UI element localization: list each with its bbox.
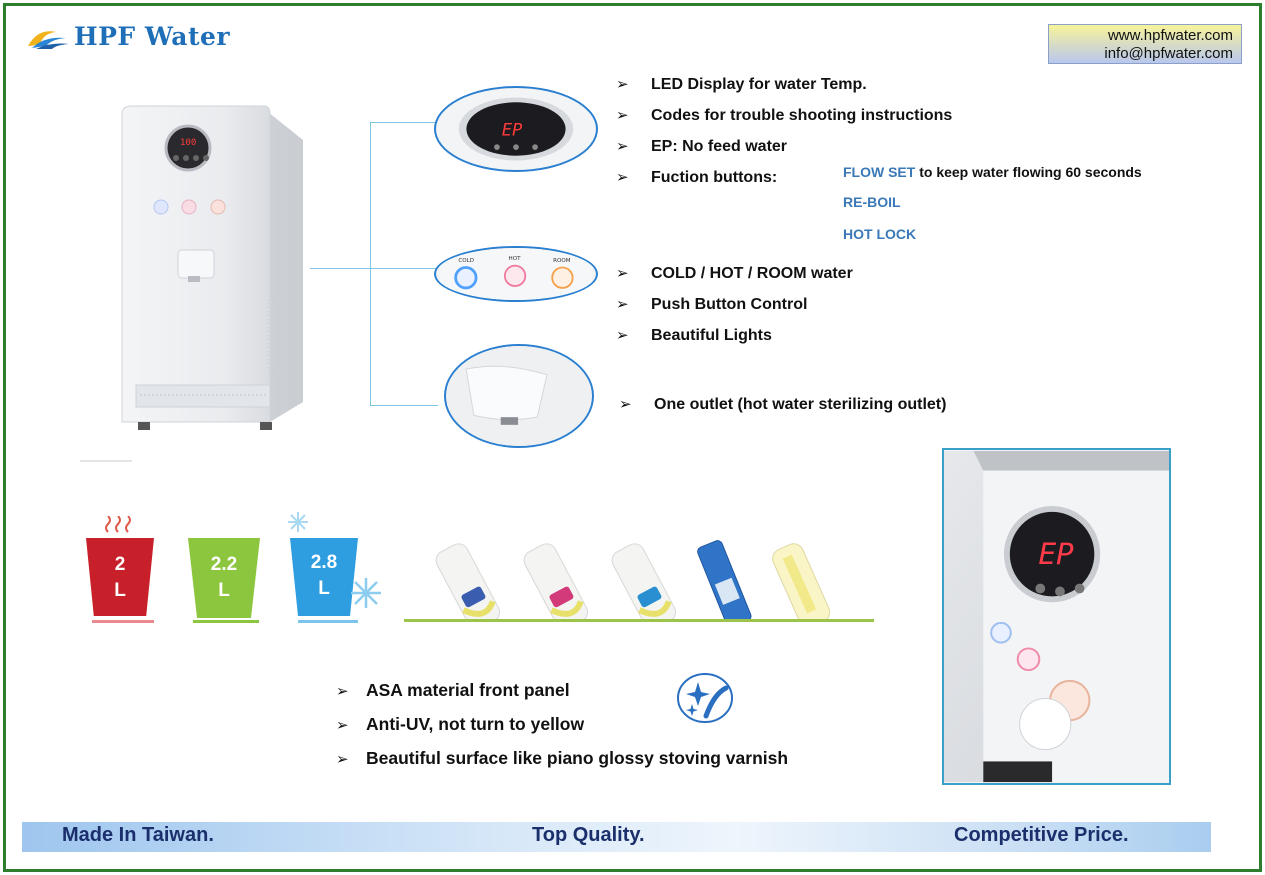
cup-underline-room <box>193 620 259 623</box>
footer-bar <box>22 822 1211 852</box>
bullet-lights: ➢Beautiful Lights <box>616 327 772 344</box>
capacity-unit-2: L <box>218 580 230 601</box>
capacity-unit-1: L <box>114 580 126 601</box>
filter-cartridges-image <box>435 540 831 622</box>
function-flow-set: FLOW SET to keep water flowing 60 second… <box>843 164 1142 180</box>
footer-competitive-price: Competitive Price. <box>954 824 1129 846</box>
room-button-label: ROOM <box>553 258 571 264</box>
dispenser-closeup-photo: EP <box>942 448 1171 785</box>
hot-button-label: HOT <box>509 256 522 262</box>
cup-underline-hot <box>92 620 154 623</box>
svg-text:EP: EP <box>1038 537 1074 571</box>
snowflake-icon-large <box>351 578 381 608</box>
wave-logo-icon <box>28 30 69 49</box>
function-re-boil: RE-BOIL <box>843 194 901 210</box>
bullet-function-buttons: ➢Fuction buttons: <box>616 169 778 186</box>
dispenser-shadow-line <box>80 460 132 462</box>
buttons-zoom-image: COLD HOT ROOM <box>434 246 598 302</box>
capacity-unit-3: L <box>318 578 330 599</box>
bullet-asa-material: ➢ASA material front panel <box>336 680 570 700</box>
cold-button-label: COLD <box>458 258 474 264</box>
cup-underline-cold <box>298 620 358 623</box>
water-dispenser-image: 100 <box>121 105 303 430</box>
contact-website[interactable]: www.hpfwater.com <box>1107 27 1233 44</box>
bullet-glossy-surface: ➢Beautiful surface like piano glossy sto… <box>336 748 789 768</box>
svg-text:100: 100 <box>180 138 196 148</box>
bullet-anti-uv: ➢Anti-UV, not turn to yellow <box>336 714 585 734</box>
capacity-value-3: 2.8 <box>310 552 338 573</box>
bullet-codes: ➢Codes for trouble shooting instructions <box>616 107 953 124</box>
outlet-zoom-image <box>444 344 594 448</box>
steam-icon <box>105 515 131 533</box>
sparkle-clean-icon <box>677 673 733 723</box>
brand-logo: HPF Water <box>26 22 230 51</box>
bullet-outlet: ➢One outlet (hot water sterilizing outle… <box>619 396 947 413</box>
display-zoom-image: EP <box>434 86 598 172</box>
footer-made-in-taiwan: Made In Taiwan. <box>62 824 214 846</box>
callout-bracket <box>370 122 438 406</box>
filters-base-line <box>404 619 874 622</box>
contact-box: www.hpfwater.com info@hpfwater.com <box>1048 24 1242 64</box>
contact-email[interactable]: info@hpfwater.com <box>1104 45 1233 62</box>
snowflake-icon <box>288 512 308 532</box>
footer-top-quality: Top Quality. <box>532 824 645 846</box>
brand-name: HPF Water <box>74 22 231 51</box>
bullet-push-button: ➢Push Button Control <box>616 296 808 313</box>
led-display-code: EP <box>502 121 523 141</box>
capacity-value-2: 2.2 <box>210 554 238 575</box>
bullet-water-types: ➢COLD / HOT / ROOM water <box>616 265 853 282</box>
callout-line <box>310 268 438 269</box>
function-hot-lock: HOT LOCK <box>843 226 917 242</box>
bullet-ep: ➢EP: No feed water <box>616 138 788 155</box>
bullet-led-display: ➢LED Display for water Temp. <box>616 76 867 93</box>
capacity-value-1: 2 <box>114 554 126 575</box>
